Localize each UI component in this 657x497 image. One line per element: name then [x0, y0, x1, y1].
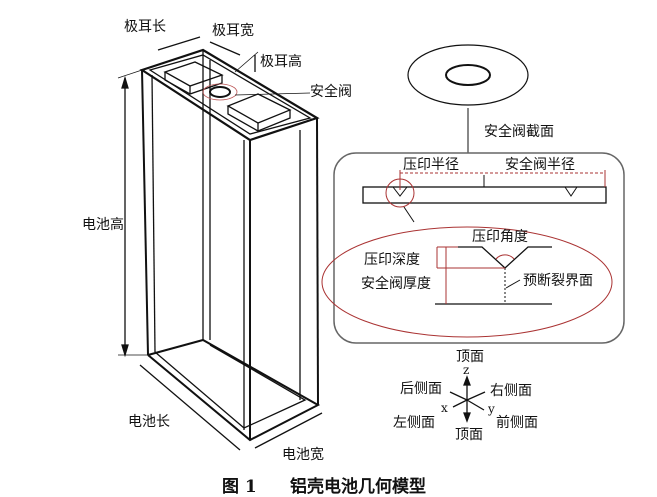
caption-title: 铝壳电池几何模型	[290, 477, 426, 497]
axis-bottom-label: 顶面	[455, 427, 483, 443]
axis-back-label: 后侧面	[400, 381, 442, 397]
valve-radius-label: 安全阀半径	[505, 157, 575, 173]
tab-width-label: 极耳宽	[212, 23, 254, 39]
valve-section-label: 安全阀截面	[484, 124, 554, 140]
tab-length-label: 极耳长	[124, 19, 166, 35]
axis-triad	[449, 375, 486, 423]
axis-left-label: 左侧面	[393, 415, 435, 431]
fracture-plane-label: 预断裂界面	[523, 273, 593, 289]
axis-x-label: x	[441, 401, 448, 415]
battery-wireframe	[117, 36, 323, 451]
valve-thickness-label: 安全阀厚度	[361, 276, 431, 292]
battery-width-label: 电池宽	[282, 447, 324, 463]
axis-front-label: 前侧面	[496, 415, 538, 431]
tab-height-label: 极耳高	[260, 54, 302, 70]
battery-length-label: 电池长	[128, 414, 170, 430]
axis-right-label: 右侧面	[490, 383, 532, 399]
axis-y-label: y	[488, 402, 495, 416]
section-panel	[321, 152, 625, 344]
score-angle-label: 压印角度	[472, 229, 528, 245]
score-radius-label: 压印半径	[403, 157, 459, 173]
battery-height-label: 电池高	[82, 217, 124, 233]
caption-number: 图 1	[222, 477, 257, 497]
axis-top-label: 顶面	[456, 349, 484, 365]
safety-valve-label: 安全阀	[310, 84, 352, 100]
valve-washer	[407, 44, 529, 153]
axis-z-label: z	[463, 363, 470, 377]
score-depth-label: 压印深度	[364, 252, 420, 268]
